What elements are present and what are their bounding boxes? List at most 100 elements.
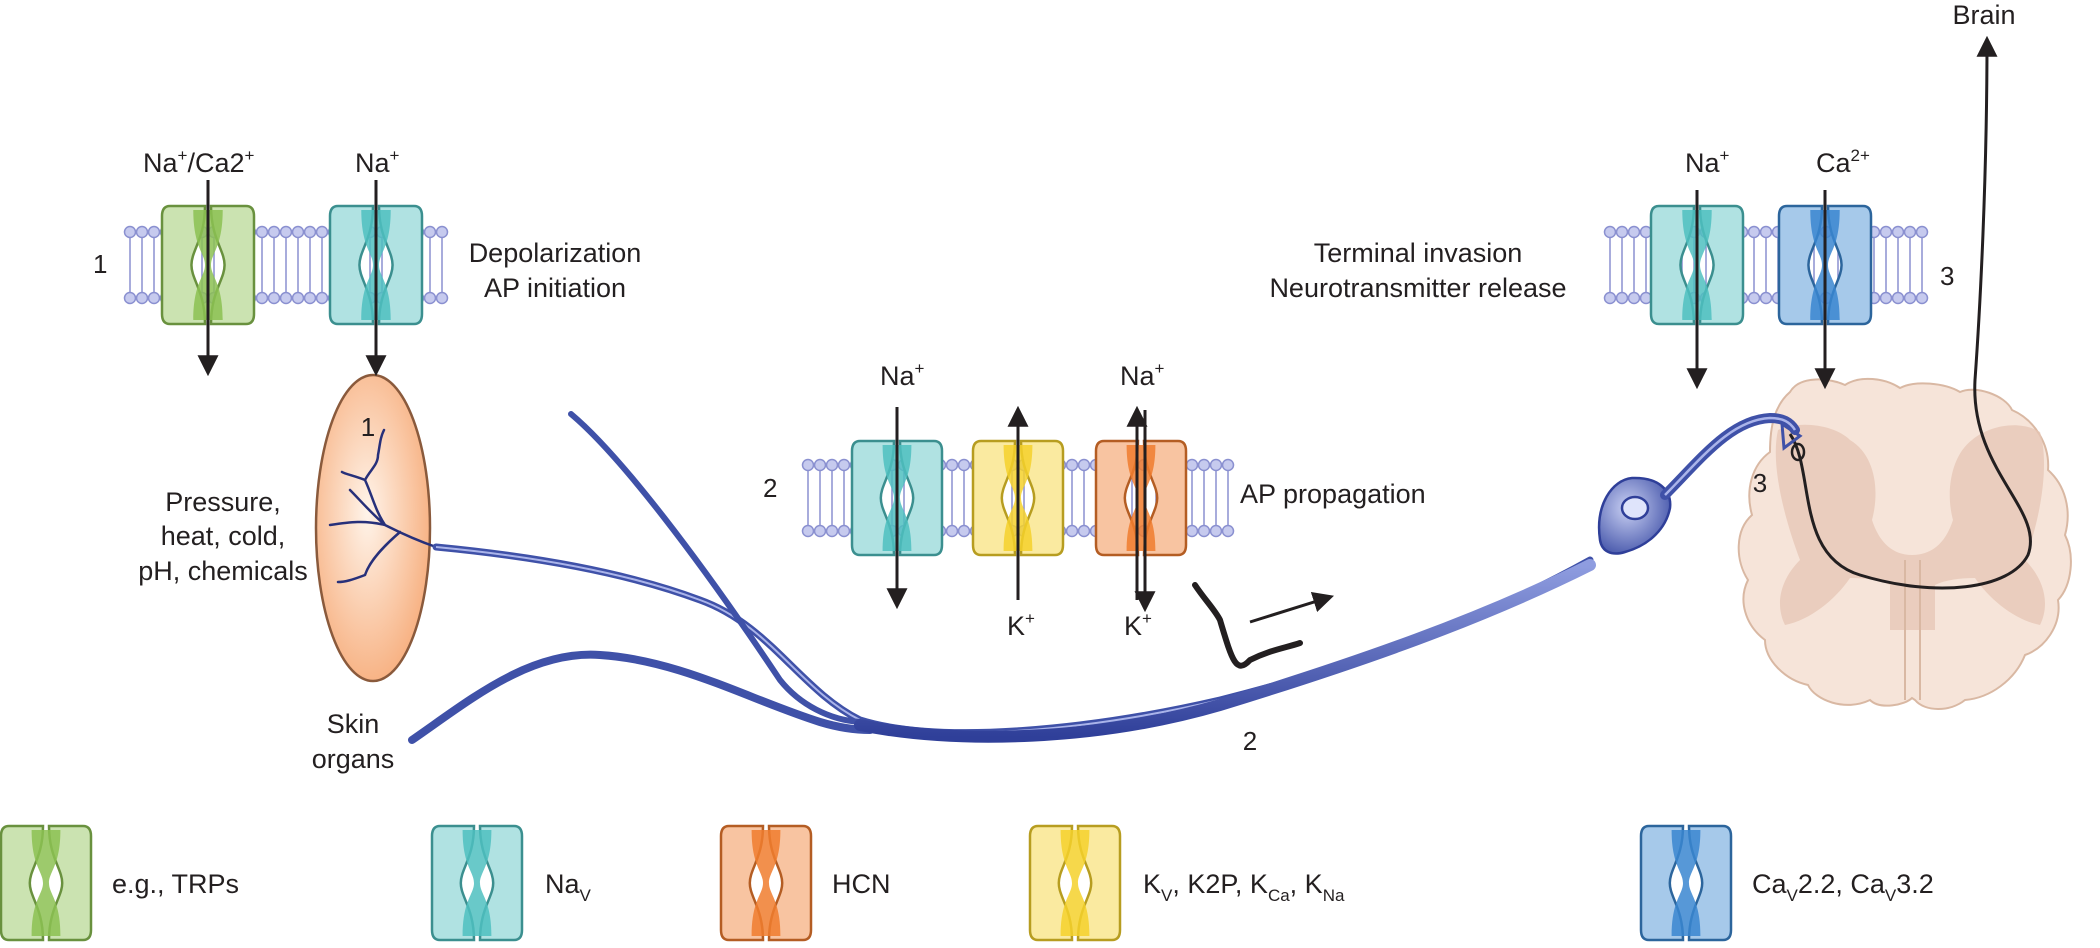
lipid-head [1209, 524, 1223, 538]
ion-superscript: + [1025, 609, 1035, 628]
axon-branch-skin [408, 650, 874, 744]
ion-superscript: + [915, 359, 925, 378]
lipid-head [1891, 291, 1905, 305]
lipid-head [1077, 524, 1091, 538]
skin-label-line2: organs [312, 744, 395, 774]
lipid-head [267, 225, 281, 239]
channel-subunit [328, 204, 375, 326]
legend-k-icon [1028, 824, 1122, 942]
site1-description-line1: Depolarization [469, 238, 642, 268]
grey-matter [1775, 424, 2045, 630]
lipid-head [1615, 291, 1629, 305]
legend-hcn-label: HCN [832, 869, 891, 899]
channel-subunit [1019, 439, 1065, 557]
lipid-head [291, 291, 305, 305]
lipid-head [1209, 458, 1223, 472]
ion-text: Ca [1816, 148, 1851, 178]
channel-subunit [1649, 204, 1696, 326]
channel-subunit [430, 824, 476, 942]
lipid-head [1077, 458, 1091, 472]
lipid-head [1891, 225, 1905, 239]
ion-superscript: + [178, 146, 188, 165]
ion-superscript: + [1142, 609, 1152, 628]
lipid-head [1903, 225, 1917, 239]
lipid-head [291, 225, 305, 239]
legend-text: 3.2 [1896, 869, 1934, 899]
channel-subunit [850, 439, 896, 557]
site2-k-ion-label: K+ [1007, 609, 1035, 641]
legend-text: K [1143, 869, 1161, 899]
channel-subunit [1028, 824, 1074, 942]
legend-text: Na [545, 869, 580, 899]
channel-pore [751, 830, 781, 936]
lipid-head [1603, 225, 1617, 239]
site1-description-line2: AP initiation [484, 273, 626, 303]
free-nerve-endings [328, 428, 438, 584]
lipid-head [1065, 524, 1079, 538]
axon-number: 2 [1243, 726, 1257, 756]
lipid-head [303, 225, 317, 239]
legend-subscript: V [1885, 886, 1897, 905]
site2-description: AP propagation [1240, 479, 1426, 509]
site2-number: 2 [763, 473, 777, 503]
lipid-head [135, 225, 149, 239]
channel-subunit [47, 824, 93, 942]
lipid-head [1065, 458, 1079, 472]
legend-trp-label: e.g., TRPs [112, 869, 239, 899]
ion-superscript: + [245, 146, 255, 165]
lipid-head [1197, 458, 1211, 472]
membrane-site-2 [801, 439, 1235, 557]
lipid-head [1221, 458, 1235, 472]
lipid-head [957, 458, 971, 472]
channel-subunit [1142, 439, 1188, 557]
legend-nav-label: NaV [545, 869, 592, 905]
legend [0, 824, 1733, 942]
ion-superscript: + [390, 146, 400, 165]
lipid-head [1903, 291, 1917, 305]
ion-text: Na [355, 148, 390, 178]
stimuli-line2: heat, cold, [161, 521, 286, 551]
channel-subunit [971, 439, 1017, 557]
legend-nav-icon [430, 824, 524, 942]
lipid-head [801, 524, 815, 538]
lipid-head [1747, 291, 1761, 305]
channel-subunit [1698, 204, 1745, 326]
lipid-head [1759, 291, 1773, 305]
channel-pore [462, 830, 492, 936]
lipid-head [315, 291, 329, 305]
lipid-head [957, 524, 971, 538]
lipid-head [435, 291, 449, 305]
axon-branch-upper [568, 411, 863, 725]
lipid-head [945, 524, 959, 538]
nav-channel [850, 439, 944, 557]
cord-number: 3 [1753, 468, 1767, 498]
skin-label-line1: Skin [327, 709, 380, 739]
propagation-arrow [1249, 591, 1335, 624]
site1-trp-ion-label: Na+/Ca2+ [143, 146, 255, 178]
lipid-head [825, 458, 839, 472]
ion-text: K [1007, 611, 1025, 641]
channel-subunit [767, 824, 813, 942]
ion-superscript: 2+ [1851, 146, 1870, 165]
site1-nav-ion-label: Na+ [355, 146, 400, 178]
site2-nav-ion-label: Na+ [880, 359, 925, 391]
lipid-head [267, 291, 281, 305]
site2-hcn-k-ion-label: K+ [1124, 609, 1152, 641]
legend-cav-label: CaV2.2, CaV3.2 [1752, 869, 1934, 905]
ion-superscript: + [1155, 359, 1165, 378]
channel-pore [1126, 445, 1156, 551]
lipid-head [147, 291, 161, 305]
lipid-head [279, 291, 293, 305]
legend-cav-icon [1639, 824, 1733, 942]
channel-subunit [1639, 824, 1685, 942]
legend-k-label: KV, K2P, KCa, KNa [1143, 869, 1345, 905]
lipid-head [1185, 524, 1199, 538]
lipid-head [1627, 225, 1641, 239]
legend-subscript: Na [1323, 886, 1345, 905]
lipid-head [279, 225, 293, 239]
legend-text: Ca [1752, 869, 1787, 899]
lipid-head [135, 291, 149, 305]
ion-text: Na [143, 148, 178, 178]
lipid-head [255, 225, 269, 239]
